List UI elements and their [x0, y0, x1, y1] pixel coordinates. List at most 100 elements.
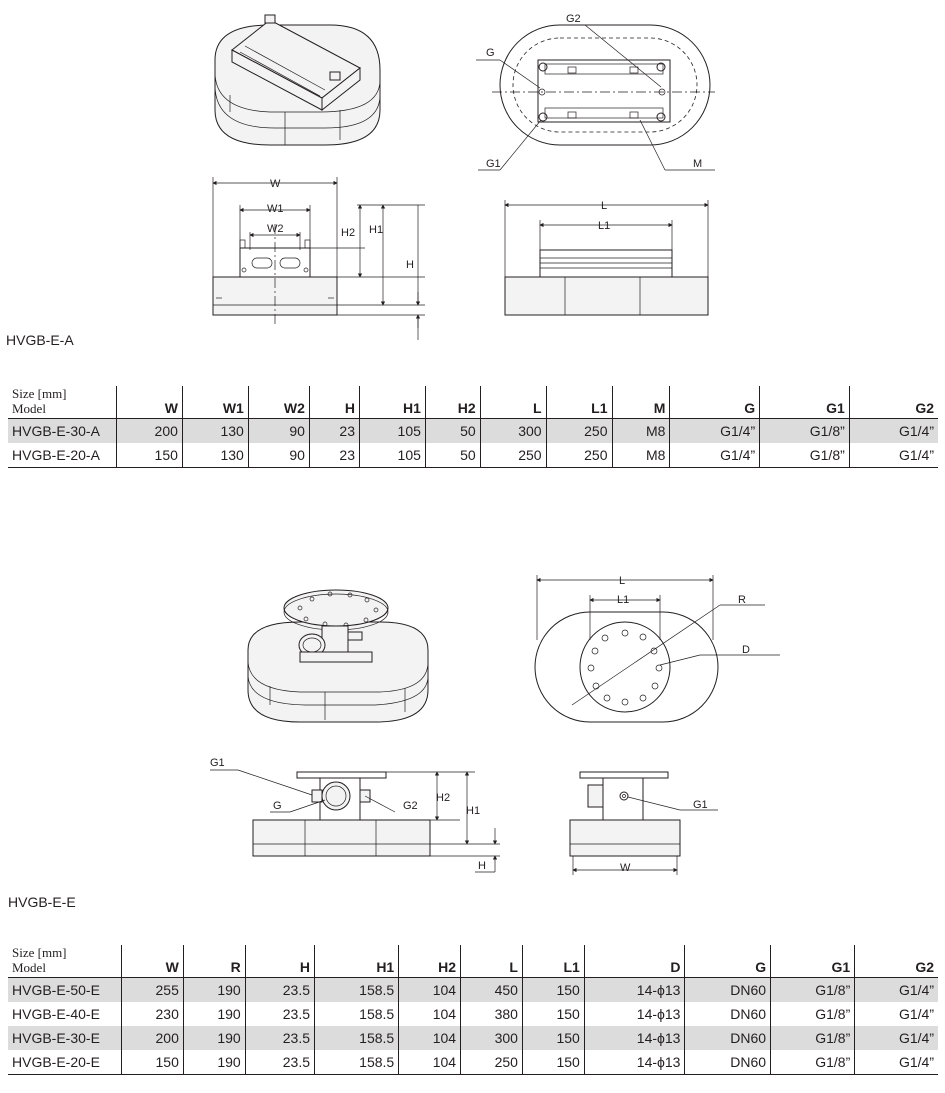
column-header: H2	[398, 945, 461, 978]
a-label-g: G	[486, 47, 495, 59]
column-header: H	[308, 386, 360, 419]
e-top-view	[534, 575, 780, 723]
value-cell: 14-ϕ13	[583, 1050, 685, 1075]
value-cell: 250	[460, 1050, 523, 1075]
e-label-g: G	[273, 800, 282, 812]
value-cell: G1/8”	[770, 1050, 855, 1075]
value-cell: 23	[308, 443, 360, 468]
value-cell: DN60	[684, 977, 771, 1002]
model-label: Model	[12, 401, 46, 416]
e-label-r: R	[738, 594, 746, 606]
column-header: G	[669, 386, 760, 419]
value-cell: 23.5	[244, 1050, 315, 1075]
column-header: G2	[854, 945, 938, 978]
a-side-view	[504, 200, 709, 316]
value-cell: 158.5	[314, 1050, 399, 1075]
column-header: L1	[521, 945, 585, 978]
value-cell: 150	[521, 977, 585, 1002]
e-label-g1-side: G1	[693, 799, 708, 811]
e-side-view	[569, 771, 718, 875]
value-cell: 200	[121, 1026, 184, 1050]
value-cell: 23.5	[244, 977, 315, 1002]
value-cell: DN60	[684, 1002, 771, 1026]
value-cell: 150	[121, 1050, 184, 1075]
model-cell: HVGB-E-20-E	[8, 1050, 122, 1075]
value-cell: 104	[398, 1050, 461, 1075]
drawing-labels: W W1 W2 H2 H1 H L L1 G G2 G1 M L L1 R D …	[210, 13, 750, 874]
value-cell: G1/4”	[854, 977, 938, 1002]
value-cell: 14-ϕ13	[583, 977, 685, 1002]
value-cell: 90	[247, 443, 310, 468]
value-cell: 300	[479, 418, 547, 443]
column-header: R	[182, 945, 246, 978]
value-cell: G1/8”	[770, 1002, 855, 1026]
e-label-d: D	[742, 644, 750, 656]
a-label-w: W	[270, 178, 281, 190]
a-label-m: M	[693, 158, 702, 170]
e-front-view	[210, 769, 500, 873]
value-cell: 158.5	[314, 1002, 399, 1026]
a-label-g1: G1	[486, 158, 501, 170]
a-label-l1: L1	[598, 220, 610, 232]
a-isometric-view	[214, 14, 381, 146]
column-header: G2	[848, 386, 938, 419]
a-label-w1: W1	[267, 203, 284, 215]
column-header: W	[116, 386, 183, 419]
value-cell: 158.5	[314, 977, 399, 1002]
model-cell: HVGB-E-30-E	[8, 1026, 122, 1050]
model-cell: HVGB-E-50-E	[8, 977, 122, 1002]
column-header: H2	[424, 386, 481, 419]
value-cell: 14-ϕ13	[583, 1026, 685, 1050]
a-label-w2: W2	[267, 223, 284, 235]
column-header: W2	[247, 386, 310, 419]
value-cell: G1/8”	[770, 1026, 855, 1050]
value-cell: 380	[460, 1002, 523, 1026]
a-label-g2: G2	[566, 13, 581, 25]
value-cell: 450	[460, 977, 523, 1002]
column-header: L	[460, 945, 523, 978]
section-a-title: HVGB-E-A	[6, 332, 74, 348]
e-label-h1: H1	[466, 805, 480, 817]
column-header: G1	[759, 386, 850, 419]
column-header: H1	[314, 945, 399, 978]
value-cell: 300	[460, 1026, 523, 1050]
e-label-w: W	[620, 862, 631, 874]
value-cell: G1/4”	[848, 443, 938, 468]
value-cell: 190	[182, 1026, 246, 1050]
value-cell: 105	[358, 418, 426, 443]
value-cell: G1/8”	[770, 977, 855, 1002]
value-cell: 23	[308, 418, 360, 443]
table-corner-header: Size [mm] Model	[8, 945, 122, 978]
value-cell: G1/4”	[854, 1050, 938, 1075]
value-cell: 150	[521, 1026, 585, 1050]
value-cell: 105	[358, 443, 426, 468]
value-cell: G1/8”	[759, 418, 850, 443]
value-cell: 50	[424, 418, 481, 443]
column-header: H	[244, 945, 315, 978]
column-header: H1	[358, 386, 426, 419]
value-cell: 190	[182, 1002, 246, 1026]
value-cell: 130	[181, 418, 249, 443]
value-cell: G1/4”	[669, 443, 760, 468]
column-header: W	[121, 945, 184, 978]
value-cell: 250	[545, 443, 612, 468]
value-cell: DN60	[684, 1050, 771, 1075]
a-label-l: L	[601, 200, 607, 212]
value-cell: 23.5	[244, 1002, 315, 1026]
value-cell: 150	[116, 443, 183, 468]
size-label: Size [mm]	[12, 386, 67, 401]
model-cell: HVGB-E-30-A	[8, 418, 117, 443]
value-cell: G1/4”	[854, 1026, 938, 1050]
value-cell: 250	[545, 418, 612, 443]
value-cell: 130	[181, 443, 249, 468]
model-cell: HVGB-E-20-A	[8, 443, 117, 468]
value-cell: 90	[247, 418, 310, 443]
column-header: L	[479, 386, 547, 419]
